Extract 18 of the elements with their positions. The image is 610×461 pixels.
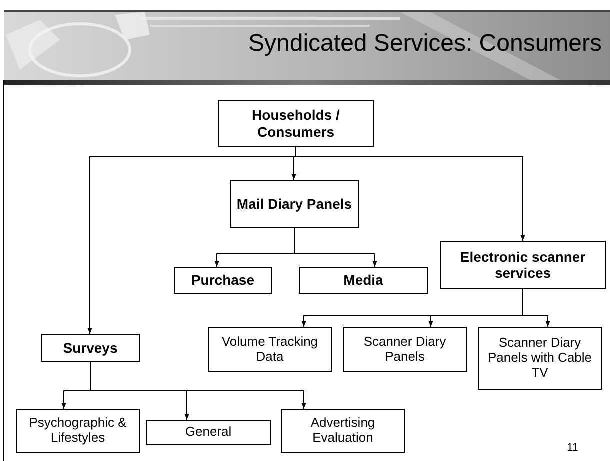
- process-box: Purchase: [174, 267, 272, 294]
- process-box: Electronic scanner services: [440, 241, 606, 289]
- process-box: Households / Consumers: [218, 100, 374, 147]
- connector-arrow: [294, 228, 378, 268]
- process-box: Volume Tracking Data: [208, 327, 332, 372]
- process-box: Scanner Diary Panels with Cable TV: [478, 327, 602, 390]
- process-box: Advertising Evaluation: [281, 409, 405, 453]
- process-box: Psychographic & Lifestyles: [16, 409, 140, 453]
- process-box: General: [146, 420, 271, 445]
- process-box: Mail Diary Panels: [230, 180, 359, 228]
- process-box: Media: [299, 267, 428, 294]
- connector-arrow: [522, 288, 550, 328]
- slide-title: Syndicated Services: Consumers: [248, 30, 602, 58]
- connector-arrow: [296, 146, 526, 242]
- process-box: Surveys: [41, 334, 140, 362]
- process-box: Scanner Diary Panels: [343, 327, 467, 372]
- page-number: 11: [567, 442, 578, 454]
- connector-arrow: [90, 362, 306, 410]
